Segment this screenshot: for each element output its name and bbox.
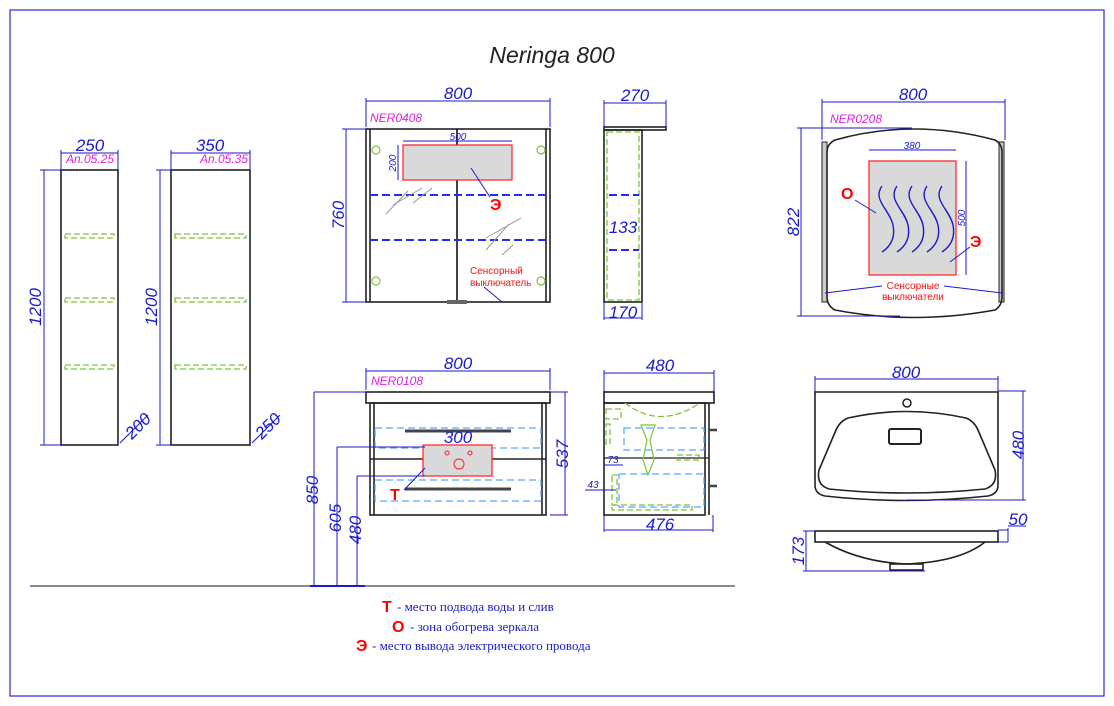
vanity-side-dim-73: 73 (607, 455, 619, 466)
socket-zone-height: 200 (388, 154, 399, 172)
vanity-height: 537 (553, 439, 572, 468)
sensor-switch-label-1: Сенсорный (470, 266, 523, 277)
legend-mark-t: Т (382, 599, 392, 616)
legend-text-t: - место подвода воды и слив (397, 599, 554, 614)
install-height: 850 (303, 475, 322, 504)
vanity-width: 800 (444, 354, 473, 373)
mirror-code: NER0208 (830, 112, 882, 126)
basin-height: 173 (789, 536, 808, 565)
mirror-cabinet-depth: 170 (609, 303, 638, 322)
mirror-cabinet-side: 270 133 170 (603, 86, 667, 322)
column-250-code: An.05.25 (65, 152, 114, 166)
mirror-width: 800 (899, 85, 928, 104)
mirror-sensor-label-2: выключатели (882, 292, 944, 303)
page-frame (9, 9, 1105, 697)
socket-zone (402, 144, 513, 181)
basin-rim: 50 (1009, 510, 1028, 529)
water-supply-mark: Т (390, 487, 400, 504)
column-350-depth: 250 (251, 409, 286, 444)
vanity-depth: 476 (646, 515, 675, 534)
legend-text-e: - место вывода электрического провода (372, 638, 591, 653)
mirror-cabinet-code: NER0408 (370, 111, 422, 125)
mirror-cabinet-width: 800 (444, 84, 473, 103)
mirror-cabinet-front: 800 NER0408 760 500 200 Э Сенсорный выкл… (329, 84, 551, 304)
column-350-width: 350 (196, 136, 225, 155)
heating-zone-width: 380 (904, 141, 921, 152)
mirror-electric-mark: Э (970, 234, 981, 251)
mirror-front: 800 NER0208 822 380 500 О Э Сенсорные вы… (784, 85, 1006, 319)
column-250-height: 1200 (26, 288, 45, 326)
mirror-cabinet-top-depth: 270 (620, 86, 650, 105)
vanity-side-dim-43: 43 (587, 480, 599, 491)
electric-outlet-mark: Э (490, 197, 501, 214)
column-350-height: 1200 (142, 288, 161, 326)
column-350-view: 350 An.05.35 1200 250 (142, 136, 286, 446)
water-supply-zone (422, 444, 493, 477)
socket-zone-width: 500 (450, 132, 467, 143)
water-zone-width: 300 (444, 428, 473, 447)
column-250-width: 250 (75, 136, 105, 155)
drawing-title: Neringa 800 (489, 42, 615, 68)
column-250-view: 250 An.05.25 1200 200 (26, 136, 156, 446)
mirror-sensor-label-1: Сенсорные (887, 281, 940, 292)
basin-width: 800 (892, 363, 921, 382)
zone-bottom-height: 480 (346, 515, 365, 544)
vanity-side: 480 73 43 476 (585, 356, 717, 534)
mirror-cabinet-height: 760 (329, 200, 348, 229)
legend-mark-e: Э (356, 638, 367, 655)
basin-depth: 480 (1009, 430, 1028, 459)
vanity-top-depth: 480 (646, 356, 675, 375)
mirror-height: 822 (784, 207, 803, 236)
zone-top-height: 605 (326, 503, 345, 532)
vanity-code: NER0108 (371, 374, 423, 388)
heating-zone-height: 500 (957, 209, 968, 226)
legend: Т - место подвода воды и слив О - зона о… (356, 599, 591, 655)
legend-text-o: - зона обогрева зеркала (410, 619, 539, 634)
mirror-cabinet-shelf-gap: 133 (609, 218, 638, 237)
heating-zone-mark: О (841, 186, 853, 203)
basin-drawing: 800 480 173 50 (789, 363, 1028, 572)
column-250-depth: 200 (121, 409, 156, 444)
legend-mark-o: О (392, 619, 404, 636)
column-350-code: An.05.35 (199, 152, 248, 166)
vanity-front: 800 NER0108 300 Т 537 850 605 480 (30, 354, 735, 587)
sensor-switch-label-2: выключатель (470, 278, 531, 289)
heating-zone (868, 160, 957, 276)
